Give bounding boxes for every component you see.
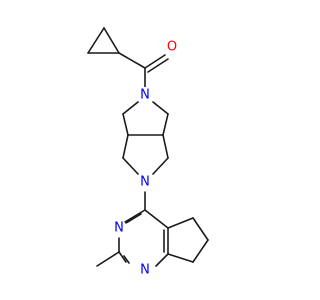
bond <box>125 213 142 224</box>
bond <box>167 253 194 263</box>
atom-n-pyrimidine-3: N <box>137 262 153 278</box>
bond <box>192 239 209 263</box>
bicyclic-amine <box>122 101 169 175</box>
bond <box>122 157 139 175</box>
bond <box>87 27 105 54</box>
cyclopentane-ring <box>167 217 209 263</box>
atom-n-amine: N <box>137 174 153 190</box>
bond <box>124 209 146 223</box>
bond <box>152 101 169 115</box>
bond <box>144 54 166 69</box>
atom-n-amide: N <box>137 87 153 103</box>
bond <box>122 101 139 115</box>
bond <box>152 157 169 175</box>
nitrogen-label-pyrimidine-1: N <box>114 221 124 236</box>
carbonyl-group <box>118 52 169 89</box>
structure-canvas: O N N N N <box>87 27 209 278</box>
bond <box>96 251 120 267</box>
cyclopropyl-ring <box>87 27 120 54</box>
atom-n-pyrimidine-1: N <box>111 220 127 236</box>
bond <box>162 113 169 136</box>
bond <box>123 255 130 264</box>
bond <box>162 134 169 159</box>
bond <box>118 52 146 69</box>
nitrogen-label-amine: N <box>140 175 150 190</box>
pyrimidine-ring <box>118 209 169 267</box>
bond <box>192 217 209 241</box>
bond <box>118 251 127 263</box>
bond <box>155 253 169 267</box>
nitrogen-label-amide: N <box>140 88 150 103</box>
bond <box>147 58 169 73</box>
bond <box>122 134 129 159</box>
bond <box>144 209 169 229</box>
nitrogen-label-pyrimidine-3: N <box>140 263 150 278</box>
bond <box>103 27 120 54</box>
bond <box>122 113 129 136</box>
oxygen-label: O <box>167 40 177 55</box>
chemical-structure: O N N N N <box>87 27 209 278</box>
bond <box>167 217 194 229</box>
atom-o-carbonyl: O <box>164 39 180 55</box>
